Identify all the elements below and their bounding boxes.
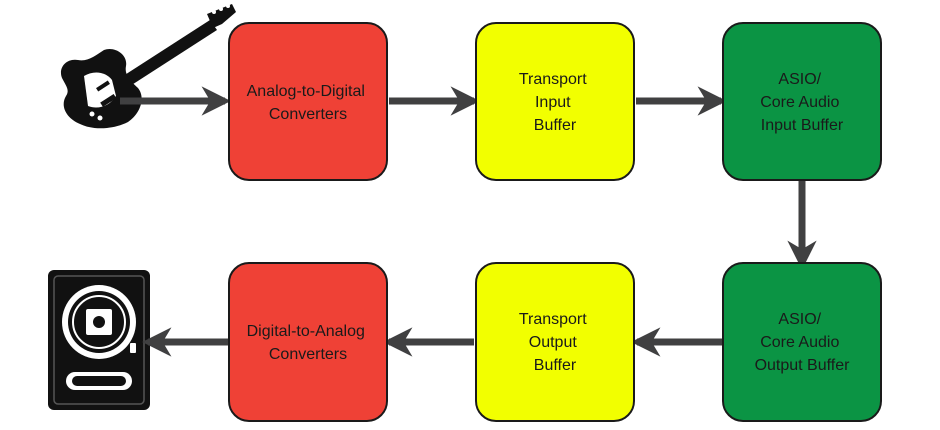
svg-text:Transport Input Bu: Transport Input Buffer <box>519 71 591 134</box>
node-asio-out-line-2: Core Audio <box>760 334 839 351</box>
svg-text:Analog-to-Digital Conver: Analog-to-Digital Converters <box>247 83 370 123</box>
node-transport-input-buffer: Transport Input Buffer <box>475 22 635 181</box>
node-dac-line-1: Digital-to-Analog <box>247 323 365 340</box>
node-adc: Analog-to-Digital Converters <box>228 22 388 181</box>
node-asio-input-buffer: ASIO/ Core Audio Input Buffer <box>722 22 882 181</box>
svg-text:Digital-to-Analog Conver: Digital-to-Analog Converters <box>247 323 370 363</box>
node-asio-in-line-2: Core Audio <box>760 94 839 111</box>
node-transport-in-line-3: Buffer <box>534 117 577 134</box>
node-asio-in-line-3: Input Buffer <box>761 117 844 134</box>
studio-monitor-speaker-icon <box>48 270 150 410</box>
flow-arrows <box>120 86 817 357</box>
node-transport-out-line-3: Buffer <box>534 357 577 374</box>
node-transport-in-line-2: Input <box>535 94 571 111</box>
node-transport-in-line-1: Transport <box>519 71 587 88</box>
node-transport-out-line-2: Output <box>529 334 578 351</box>
node-asio-out-line-1: ASIO/ <box>778 311 821 328</box>
svg-text:ASIO/ Core Audio O: ASIO/ Core Audio Output Buffer <box>755 311 851 374</box>
node-asio-out-line-3: Output Buffer <box>755 357 851 374</box>
node-adc-line-2: Converters <box>269 106 347 123</box>
node-asio-output-buffer: ASIO/ Core Audio Output Buffer <box>722 262 882 422</box>
node-dac: Digital-to-Analog Converters <box>228 262 388 422</box>
svg-text:Transport Output B: Transport Output Buffer <box>519 311 591 374</box>
node-adc-line-1: Analog-to-Digital <box>247 83 365 100</box>
electric-guitar-icon <box>60 4 236 129</box>
node-transport-output-buffer: Transport Output Buffer <box>475 262 635 422</box>
node-dac-line-2: Converters <box>269 346 347 363</box>
node-transport-out-line-1: Transport <box>519 311 587 328</box>
svg-text:ASIO/ Core Audio I: ASIO/ Core Audio Input Buffer <box>760 71 844 134</box>
node-asio-in-line-1: ASIO/ <box>778 71 821 88</box>
